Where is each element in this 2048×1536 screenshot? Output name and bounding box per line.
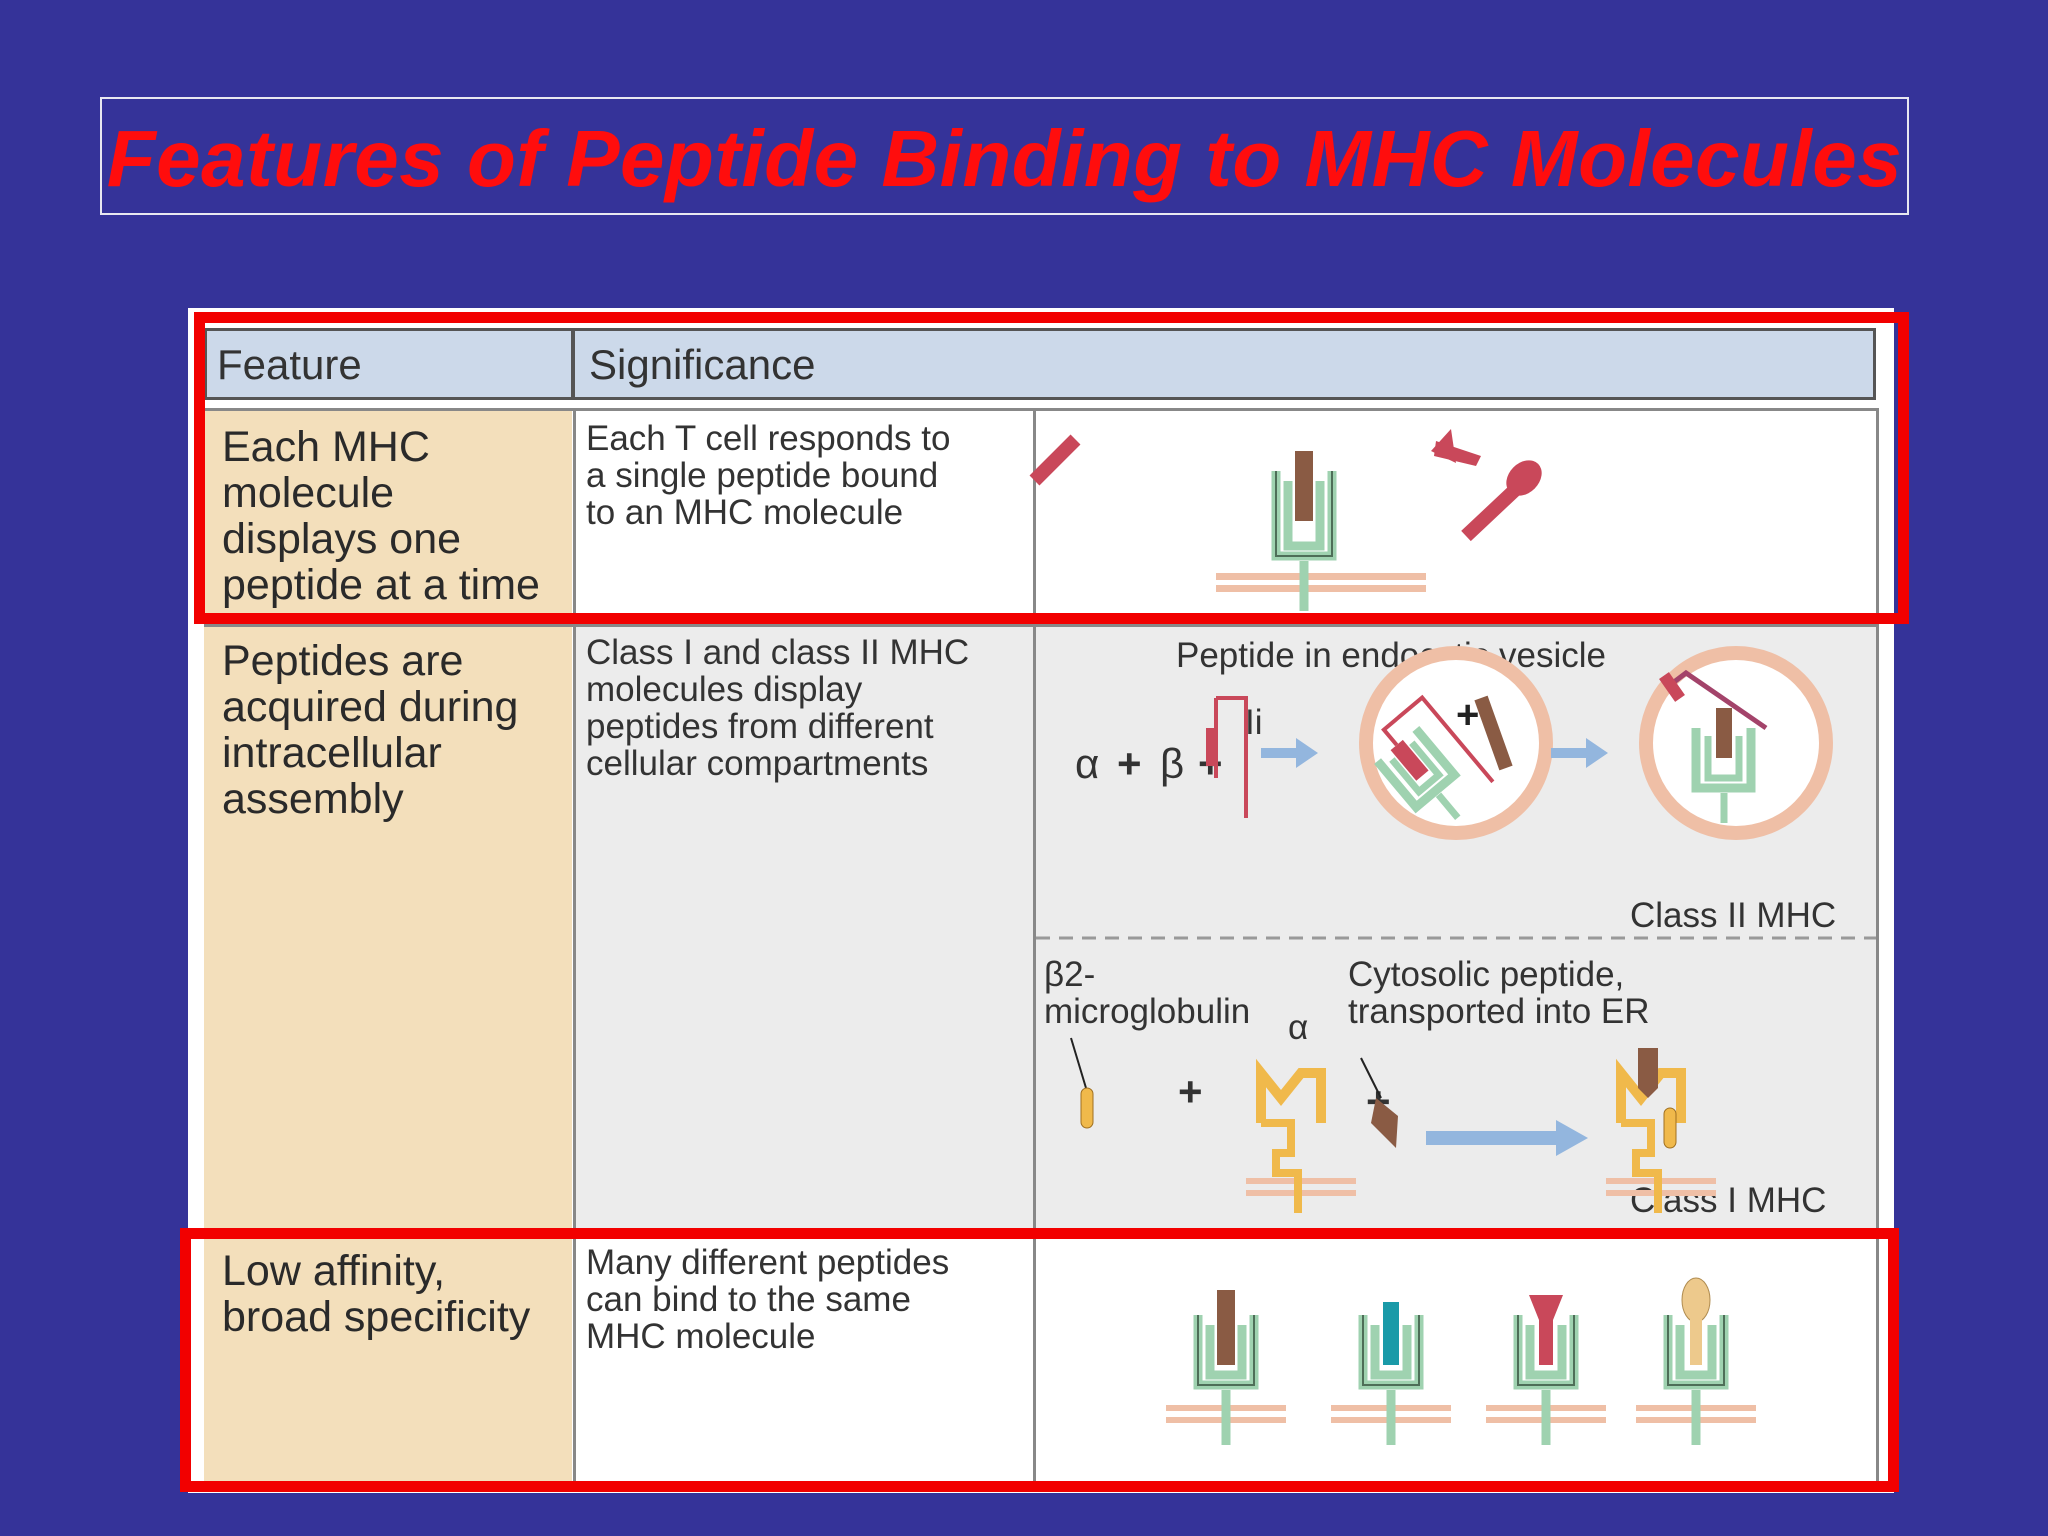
row1-feature-line: molecule xyxy=(222,469,395,517)
alpha-chain-label: α xyxy=(1288,1008,1309,1047)
pointer-line xyxy=(1360,1057,1382,1099)
single-peptide-illustration xyxy=(1029,429,1542,611)
row2-feature-line: Peptides are xyxy=(222,637,464,685)
class2-pathway-illustration: + xyxy=(1206,646,1833,840)
column-divider-2 xyxy=(1033,408,1036,1488)
invariant-chain xyxy=(1214,696,1248,818)
peptide xyxy=(1474,695,1513,771)
row2-feature-line: assembly xyxy=(222,775,404,823)
title-box: Features of Peptide Binding to MHC Molec… xyxy=(100,97,1909,215)
beta-symbol: β xyxy=(1160,740,1185,787)
column-divider-1 xyxy=(573,408,576,1488)
row3-feature-line: broad specificity xyxy=(222,1293,531,1341)
row3-sig-line: MHC molecule xyxy=(586,1317,816,1356)
class1-alpha-chain xyxy=(1621,1119,1662,1213)
broad-specificity-illustration xyxy=(1166,1277,1756,1445)
row-line-1 xyxy=(204,408,1876,411)
row2-feature-line: acquired during xyxy=(222,683,519,731)
row-line-2 xyxy=(204,624,1876,627)
row3-sig-line: can bind to the same xyxy=(586,1280,911,1319)
b2m-label-line: microglobulin xyxy=(1044,992,1251,1031)
table-right-border xyxy=(1876,408,1879,1488)
b2m-label: β2- microglobulin xyxy=(1044,956,1250,1030)
arrow-right-icon xyxy=(1426,1120,1588,1156)
cytosolic-label-line: Cytosolic peptide, xyxy=(1348,955,1625,994)
row1-sig-line: a single peptide bound xyxy=(586,456,939,495)
row3-feature: Low affinity, broad specificity xyxy=(222,1248,530,1340)
row2-sig-line: cellular compartments xyxy=(586,744,929,783)
row2-sig-line: molecules display xyxy=(586,670,863,709)
class1-pathway-illustration xyxy=(1070,1037,1716,1213)
cytosolic-label-line: transported into ER xyxy=(1348,992,1650,1031)
row3-significance: Many different peptides can bind to the … xyxy=(586,1244,949,1355)
mhc-with-peptide xyxy=(1331,1302,1451,1445)
peptide-fragment xyxy=(1506,460,1542,496)
membrane xyxy=(1216,573,1426,580)
row1-significance: Each T cell responds to a single peptide… xyxy=(586,420,950,531)
plus-sign-icon: + xyxy=(1456,693,1479,737)
class1-label: Class I MHC xyxy=(1630,1181,1827,1220)
b2-microglobulin xyxy=(1663,1107,1677,1149)
dashed-divider xyxy=(1036,936,1876,940)
cytosolic-peptide xyxy=(1371,1098,1398,1148)
plus-sign: + xyxy=(1178,1068,1203,1115)
bound-peptide xyxy=(1638,1048,1658,1098)
peptide-fragment xyxy=(1431,429,1456,463)
slide-title: Features of Peptide Binding to MHC Molec… xyxy=(106,114,1903,203)
pointer-line xyxy=(1070,1037,1087,1089)
cytosolic-label: Cytosolic peptide, transported into ER xyxy=(1348,956,1650,1030)
feature-column xyxy=(204,408,572,1488)
row1-feature-line: displays one xyxy=(222,515,462,563)
arrow-right-icon xyxy=(1261,738,1318,768)
row2-sig-line: Class I and class II MHC xyxy=(586,633,970,672)
peptide-fragment xyxy=(1029,434,1081,486)
table-header: Feature Significance xyxy=(204,328,1876,400)
membrane xyxy=(1216,585,1426,592)
header-divider xyxy=(571,331,575,397)
row1-feature-line: Each MHC xyxy=(222,423,430,471)
plus-sign: + xyxy=(1117,740,1142,787)
class2-label: Class II MHC xyxy=(1630,896,1837,935)
row2-feature-line: intracellular xyxy=(222,729,442,777)
mhc-with-peptide xyxy=(1486,1295,1606,1445)
b2-microglobulin xyxy=(1080,1087,1094,1129)
ii-fragment xyxy=(1659,672,1685,702)
highlight-box-row1 xyxy=(194,312,1909,624)
mhc-class2-loaded xyxy=(1691,708,1756,823)
row3-feature-line: Low affinity, xyxy=(222,1247,446,1295)
row2-feature: Peptides are acquired during intracellul… xyxy=(222,638,518,822)
row1-feature: Each MHC molecule displays one peptide a… xyxy=(222,424,540,608)
mhc-with-peptide xyxy=(1636,1277,1756,1445)
header-feature: Feature xyxy=(217,341,362,388)
row2-sig-line: peptides from different xyxy=(586,707,934,746)
row1-feature-line: peptide at a time xyxy=(222,561,540,609)
row2-significance: Class I and class II MHC molecules displ… xyxy=(586,634,969,782)
mhc-class2-with-ii xyxy=(1374,694,1495,821)
arrow-right-icon xyxy=(1551,738,1608,768)
feature-table: Feature Significance Each MHC molecule d… xyxy=(188,308,1894,1493)
alpha-chain xyxy=(1256,1058,1326,1123)
highlight-box-row3 xyxy=(180,1228,1899,1492)
endocytic-label: Peptide in endocytic vesicle xyxy=(1176,636,1606,675)
row1-sig-line: Each T cell responds to xyxy=(586,419,951,458)
row1-sig-line: to an MHC molecule xyxy=(586,493,904,532)
row3-sig-line: Many different peptides xyxy=(586,1243,950,1282)
b2m-label-line: β2- xyxy=(1044,955,1096,994)
mhc-molecule xyxy=(1271,451,1337,611)
invariant-chain-segment xyxy=(1206,728,1218,766)
peptide-fragment xyxy=(1461,483,1521,542)
alpha-chain xyxy=(1261,1119,1302,1213)
header-significance: Significance xyxy=(589,341,816,388)
alpha-symbol: α xyxy=(1075,740,1100,787)
mhc-with-peptide xyxy=(1166,1290,1286,1445)
endocytic-vesicle xyxy=(1359,646,1553,840)
ii-label: Ii xyxy=(1245,703,1263,742)
